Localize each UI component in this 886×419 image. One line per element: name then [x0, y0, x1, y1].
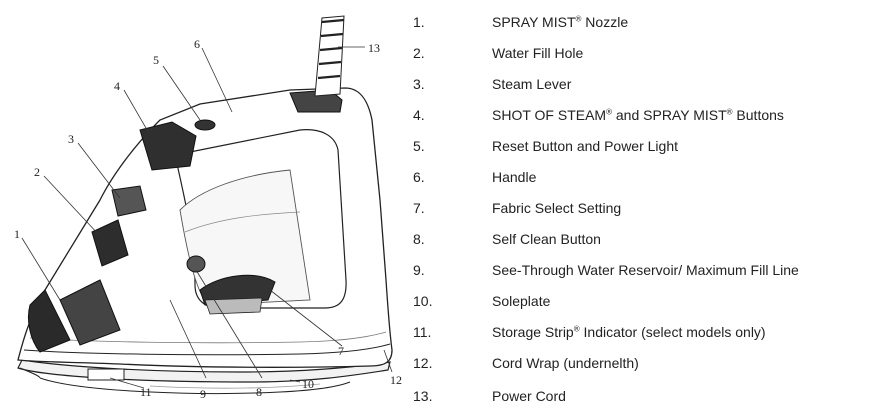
- legend-number: 1.: [413, 14, 425, 30]
- callout-numbers: 1 2 3 4 5 6 7 8 9 10 11 12 13: [14, 37, 402, 401]
- callout-12: 12: [390, 373, 402, 387]
- callout-11: 11: [140, 385, 152, 399]
- legend-label: Water Fill Hole: [492, 45, 584, 61]
- parts-legend: 1. SPRAY MIST® Nozzle 2. Water Fill Hole…: [413, 0, 883, 419]
- callout-4: 4: [114, 79, 120, 93]
- legend-label: See-Through Water Reservoir/ Maximum Fil…: [492, 262, 799, 278]
- callout-3: 3: [68, 132, 74, 146]
- legend-number: 4.: [413, 107, 425, 123]
- legend-label: Handle: [492, 169, 537, 185]
- legend-label: Power Cord: [492, 388, 566, 404]
- legend-label: Fabric Select Setting: [492, 200, 622, 216]
- legend-label: Storage Strip® Indicator (select models …: [492, 324, 766, 340]
- legend-number: 13.: [413, 388, 433, 404]
- legend-label: SHOT OF STEAM® and SPRAY MIST® Buttons: [492, 107, 784, 123]
- callout-2: 2: [34, 165, 40, 179]
- callout-1: 1: [14, 227, 20, 241]
- legend-number: 5.: [413, 138, 425, 154]
- callout-7: 7: [338, 344, 344, 358]
- legend-number: 9.: [413, 262, 425, 278]
- legend-number: 3.: [413, 76, 425, 92]
- callout-10: 10: [302, 377, 314, 391]
- legend-number: 12.: [413, 355, 433, 371]
- iron-diagram: 1 2 3 4 5 6 7 8 9 10 11 12 13: [14, 15, 402, 401]
- legend-label: SPRAY MIST® Nozzle: [492, 14, 629, 30]
- callout-9: 9: [200, 387, 206, 401]
- legend-number: 2.: [413, 45, 425, 61]
- legend-label: Self Clean Button: [492, 231, 601, 247]
- callout-5: 5: [153, 53, 159, 67]
- legend-number: 6.: [413, 169, 425, 185]
- legend-number: 10.: [413, 293, 433, 309]
- legend-number: 8.: [413, 231, 425, 247]
- callout-6: 6: [194, 37, 200, 51]
- iron-body: [17, 15, 393, 381]
- callout-8: 8: [256, 385, 262, 399]
- leader-lines: [21, 46, 393, 389]
- legend-label: Cord Wrap (undernelth): [492, 355, 639, 371]
- legend-label: Soleplate: [492, 293, 551, 309]
- callout-13: 13: [368, 41, 380, 55]
- legend-label: Reset Button and Power Light: [492, 138, 679, 154]
- legend-number: 7.: [413, 200, 425, 216]
- legend-label: Steam Lever: [492, 76, 572, 92]
- legend-number: 11.: [413, 324, 432, 340]
